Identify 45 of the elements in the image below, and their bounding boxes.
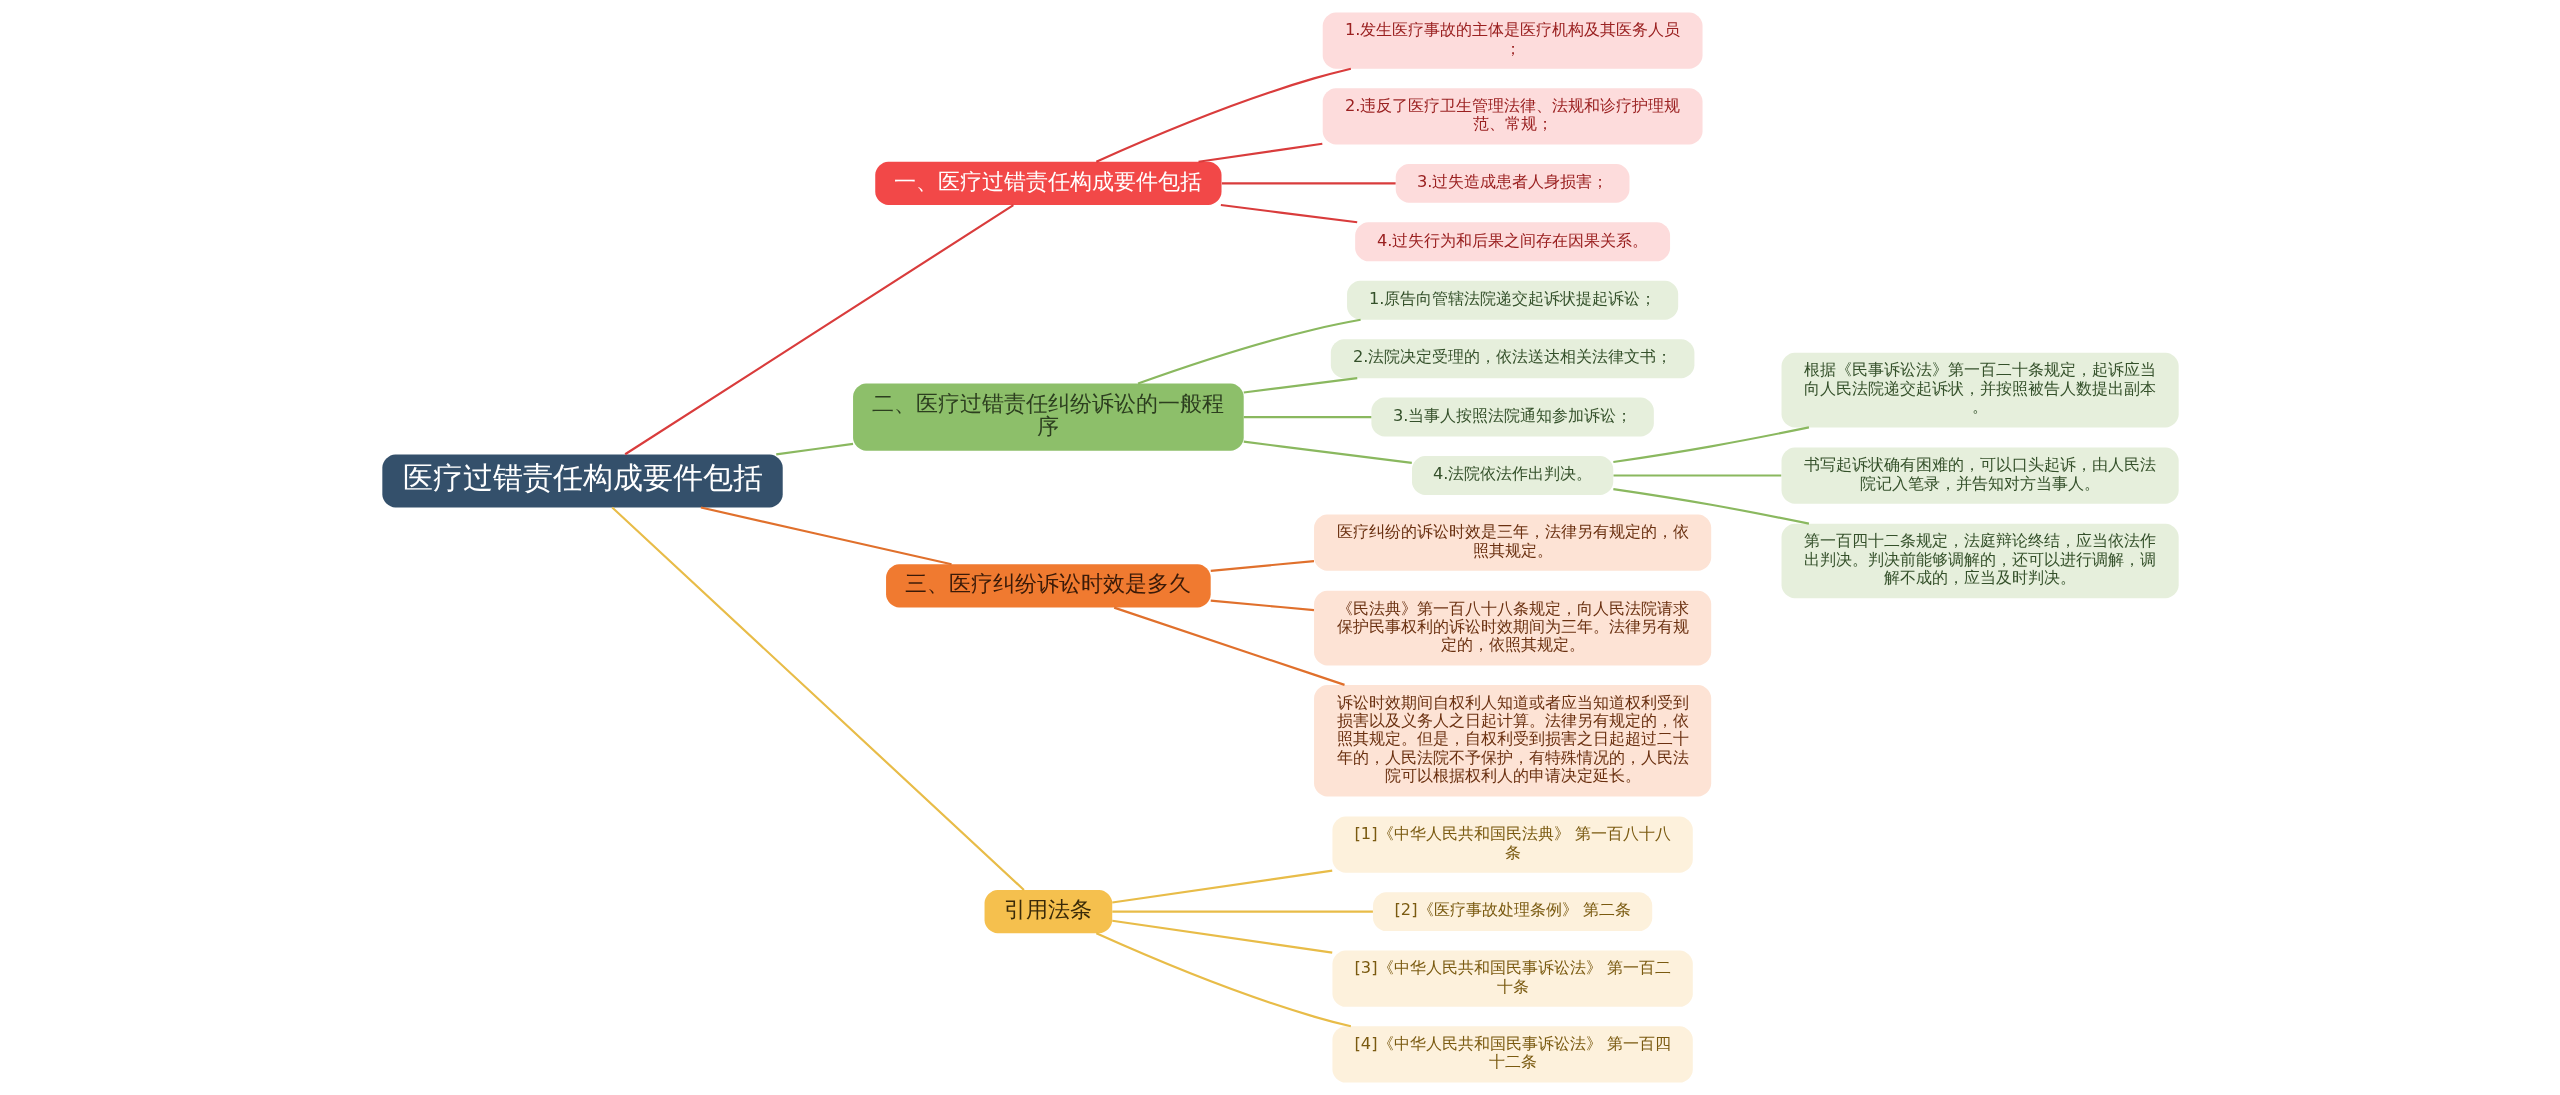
node-box: 医疗过错责任构成要件包括 [381, 454, 783, 508]
connector [1220, 203, 1357, 224]
node-box: 3.当事人按照法院通知参加诉讼； [1370, 397, 1654, 437]
connector [700, 506, 952, 566]
connector [1612, 488, 1809, 525]
node-box: 1.发生医疗事故的主体是医疗机构及其医务人员； [1322, 12, 1703, 69]
node-box: 第一百四十二条规定，法庭辩论终结，应当依法作出判决。判决前能够调解的，还可以进行调解，调解不成的，应当及时判决。 [1781, 523, 2179, 599]
connector [1243, 440, 1412, 464]
node-box: 2.违反了医疗卫生管理法律、法规和诊疗护理规范、常规； [1322, 88, 1703, 145]
node-box: [4]《中华人民共和国民事诉讼法》 第一百四十二条 [1331, 1026, 1693, 1083]
connector [1613, 474, 1781, 477]
connector [1111, 919, 1332, 954]
connector [1612, 426, 1809, 464]
connector [1197, 142, 1322, 163]
connector [1111, 910, 1373, 913]
node-box: 书写起诉状确有困难的，可以口头起诉，由人民法院记入笔录，并告知对方当事人。 [1781, 447, 2179, 504]
node-box: 一、医疗过错责任构成要件包括 [874, 161, 1221, 205]
node-box: 二、医疗过错责任纠纷诉讼的一般程序 [852, 383, 1244, 451]
connector [1210, 560, 1314, 572]
connector [1113, 606, 1345, 686]
connector [1095, 932, 1351, 1028]
node-box: 诉讼时效期间自权利人知道或者应当知道权利受到损害以及义务人之日起计算。法律另有规定的，依照其规定。但是，自权利受到损害之日起超过二十年的，人民法院不予保护，有特殊情况的，人民法院可以根据权利人的申请决定延长。 [1313, 684, 1711, 797]
connector [775, 442, 853, 456]
node-box: [2]《医疗事故处理条例》 第二条 [1372, 892, 1652, 932]
node-box: 引用法条 [984, 890, 1112, 934]
node-box: 3.过失造成患者人身损害； [1395, 163, 1629, 203]
connector [1137, 318, 1361, 385]
connector [611, 506, 1025, 891]
node-box: 《民法典》第一百八十八条规定，向人民法院请求保护民事权利的诉讼时效期间为三年。法律另有规定的，依照其规定。 [1313, 590, 1711, 666]
node-box: 根据《民事诉讼法》第一百二十条规定，起诉应当向人民法院递交起诉状，并按照被告人数提出副本。 [1781, 352, 2179, 428]
connector [1221, 182, 1396, 185]
connector [1095, 67, 1351, 163]
connector [1111, 869, 1332, 904]
node-box: 医疗纠纷的诉讼时效是三年，法律另有规定的，依照其规定。 [1313, 514, 1711, 571]
connector [1243, 377, 1357, 394]
node-box: 4.过失行为和后果之间存在因果关系。 [1354, 222, 1670, 262]
node-box: [3]《中华人民共和国民事诉讼法》 第一百二十条 [1331, 950, 1693, 1007]
node-box: [1]《中华人民共和国民法典》 第一百八十八条 [1331, 816, 1693, 873]
connector [624, 204, 1014, 456]
node-box: 三、医疗纠纷诉讼时效是多久 [885, 564, 1211, 608]
node-box: 2.法院决定受理的，依法送达相关法律文书； [1330, 339, 1694, 379]
node-box: 4.法院依法作出判决。 [1411, 456, 1613, 495]
connector [1243, 416, 1371, 419]
connector [1210, 599, 1314, 612]
node-box: 1.原告向管辖法院递交起诉状提起诉讼； [1346, 280, 1678, 320]
